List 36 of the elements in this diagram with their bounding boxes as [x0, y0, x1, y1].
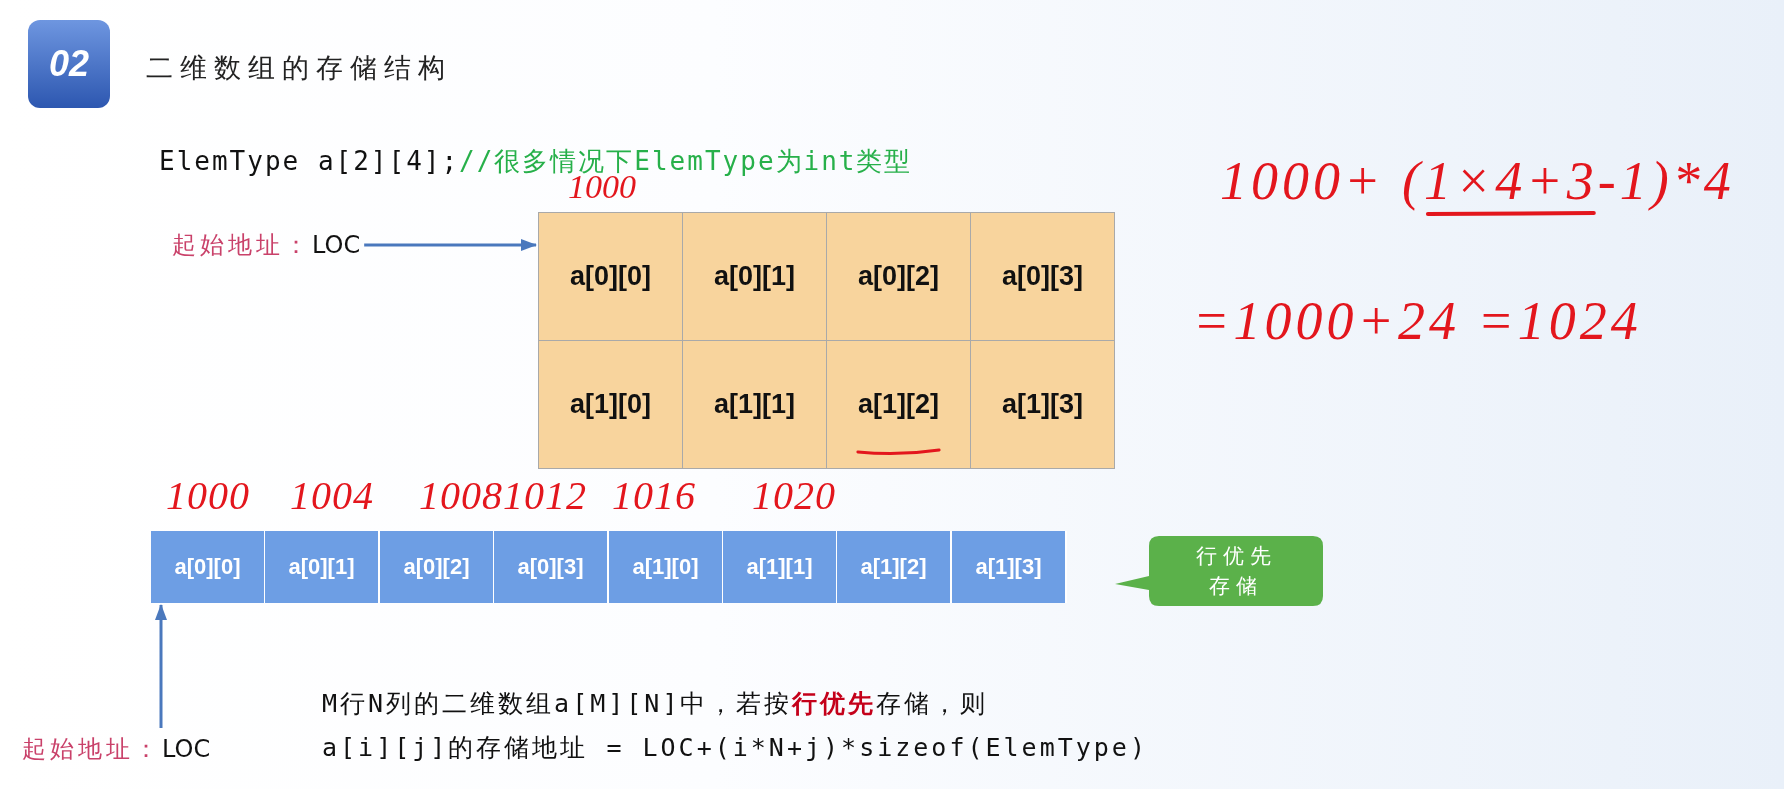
array-cell: a[0][1]	[682, 212, 827, 341]
loc-label: LOC	[162, 734, 211, 765]
handwritten-address: 1016	[612, 474, 696, 518]
memory-cell: a[1][3]	[952, 531, 1067, 603]
handwritten-formula: =1000+24 =1024	[1193, 290, 1642, 352]
address-label: 起始地址：	[172, 230, 312, 261]
handwritten-formula: 1000+ (1×4+3-1)*4	[1220, 150, 1735, 212]
array-cell: a[0][2]	[826, 212, 971, 341]
array-cell: a[1][1]	[682, 340, 827, 469]
memory-cell: a[1][2]	[837, 531, 952, 603]
array-cell: a[1][2]	[826, 340, 971, 469]
slide-title: 二维数组的存储结构	[146, 51, 452, 85]
callout-text: 行优先存储	[1194, 543, 1278, 600]
array-cell: a[1][3]	[970, 340, 1115, 469]
memory-cell: a[1][1]	[723, 531, 838, 603]
arrow	[364, 239, 537, 251]
memory-cell: a[1][0]	[609, 531, 724, 603]
array-cell: a[0][3]	[970, 212, 1115, 341]
loc-label: LOC	[312, 230, 361, 261]
formula-note: M行N列的二维数组a[M][N]中，若按行优先存储，则	[322, 688, 989, 720]
memory-cell: a[0][3]	[494, 531, 609, 603]
array-cell: a[0][0]	[538, 212, 683, 341]
arrow	[155, 604, 167, 728]
handwritten-address: 1020	[752, 474, 836, 518]
code-declaration: ElemType a[2][4];	[159, 145, 460, 178]
memory-cell: a[0][1]	[265, 531, 380, 603]
section-number-badge: 02	[28, 20, 110, 108]
handwritten-address: 1000	[166, 474, 250, 518]
address-label: 起始地址：	[22, 734, 162, 765]
formula-note: a[i][j]的存储地址 = LOC+(i*N+j)*sizeof(ElemType)	[322, 732, 1148, 764]
memory-cell: a[0][0]	[151, 531, 266, 603]
handwritten-address: 1012	[503, 474, 587, 518]
memory-cell: a[0][2]	[380, 531, 495, 603]
array-cell: a[1][0]	[538, 340, 683, 469]
handwritten-address: 1008	[419, 474, 503, 518]
handwritten-address: 1004	[290, 474, 374, 518]
